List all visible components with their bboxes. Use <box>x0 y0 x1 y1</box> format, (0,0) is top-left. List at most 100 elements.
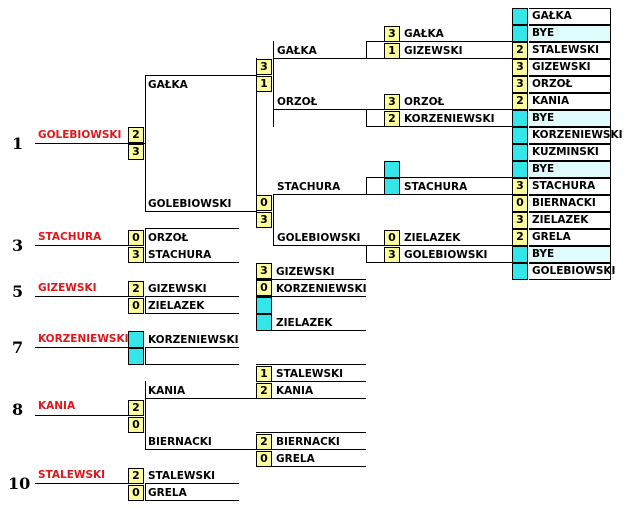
ninth-semi-a-bottom-score: 2 <box>256 383 272 399</box>
r2-m3-bottom-name: STACHURA <box>404 181 468 193</box>
place-10-player: STALEWSKI <box>38 469 106 481</box>
draw-score-13: 3 <box>512 212 528 229</box>
ninth-semi-a-top-name: STALEWSKI <box>276 368 344 380</box>
draw-score-11: 3 <box>512 178 528 195</box>
r2-m3-bye-top <box>384 161 400 178</box>
tenth-bottom-name: GRELA <box>148 487 187 499</box>
final-bottom-name: GOLEBIOWSKI <box>148 198 232 210</box>
semi-1-bottom-score: 1 <box>256 76 272 92</box>
place-1-player: GOLEBIOWSKI <box>38 129 122 141</box>
r2-m2-top-score: 3 <box>384 94 400 110</box>
fifth-bottom-score: 0 <box>128 298 144 314</box>
fifth-semi-a-top-score: 3 <box>256 263 272 279</box>
draw-score-16 <box>512 263 528 280</box>
fifth-top-score: 2 <box>128 281 144 297</box>
fifth-semi-a-bottom-score: 0 <box>256 280 272 296</box>
place-3-player: STACHURA <box>38 231 102 243</box>
draw-score-5: 3 <box>512 76 528 93</box>
semi-2-bottom-name: GOLEBIOWSKI <box>277 232 361 244</box>
draw-score-10 <box>512 161 528 178</box>
r2-m1-top-score: 3 <box>384 26 400 42</box>
tenth-top-name: STALEWSKI <box>148 470 216 482</box>
semi-1-top-score: 3 <box>256 59 272 75</box>
eighth-top-name: KANIA <box>148 385 186 397</box>
tenth-bottom-score: 0 <box>128 485 144 501</box>
third-top-name: ORZOŁ <box>148 232 189 244</box>
r2-m2-bottom-score: 2 <box>384 111 400 127</box>
draw-score-14: 2 <box>512 229 528 246</box>
draw-row-6: KANIA <box>529 93 611 110</box>
tenth-top-score: 2 <box>128 468 144 484</box>
eighth-bottom-score: 0 <box>128 417 144 433</box>
draw-row-5: ORZOŁ <box>529 76 611 93</box>
place-3: 3 <box>12 236 24 255</box>
r2-m4-top-name: ZIELAZEK <box>404 232 461 244</box>
draw-row-2: BYE <box>529 25 611 42</box>
ninth-semi-a-bottom-name: KANIA <box>276 385 314 397</box>
place-5: 5 <box>12 282 24 301</box>
draw-row-7: BYE <box>529 110 611 127</box>
r2-m1-top-name: GAŁKA <box>404 28 444 40</box>
draw-row-14: GRELA <box>529 229 611 246</box>
fifth-bottom-name: ZIELAZEK <box>148 300 205 312</box>
draw-score-1 <box>512 8 528 25</box>
eighth-bottom-name: BIERNACKI <box>148 436 212 448</box>
draw-score-8 <box>512 127 528 144</box>
draw-score-4: 3 <box>512 59 528 76</box>
r2-m4-bottom-score: 3 <box>384 247 400 263</box>
semi-2-top-name: STACHURA <box>277 181 341 193</box>
place-8-player: KANIA <box>38 400 76 412</box>
place-5-player: GIZEWSKI <box>38 282 97 294</box>
seventh-name: KORZENIEWSKI <box>148 334 239 346</box>
fifth-semi-b-bye-top <box>256 297 272 314</box>
draw-row-12: BIERNACKI <box>529 195 611 212</box>
draw-score-15 <box>512 246 528 263</box>
fifth-semi-a-top-name: GIZEWSKI <box>276 266 335 278</box>
eighth-top-score: 2 <box>128 400 144 416</box>
semi-2-top-score: 0 <box>256 195 272 211</box>
place-7: 7 <box>12 338 24 357</box>
third-top-score: 0 <box>128 230 144 246</box>
ninth-semi-b-bottom-score: 0 <box>256 451 272 467</box>
draw-row-8: KORZENIEWSKI <box>529 127 623 144</box>
draw-row-11: STACHURA <box>529 178 611 195</box>
seventh-bye-bottom <box>128 348 144 365</box>
final-top-name: GAŁKA <box>148 79 188 91</box>
ninth-semi-b-top-name: BIERNACKI <box>276 436 340 448</box>
ninth-semi-b-top-score: 2 <box>256 434 272 450</box>
draw-score-7 <box>512 110 528 127</box>
r2-m2-top-name: ORZOŁ <box>404 96 445 108</box>
r2-m2-bottom-name: KORZENIEWSKI <box>404 113 495 125</box>
r2-m1-bottom-score: 1 <box>384 43 400 59</box>
draw-row-15: BYE <box>529 246 611 263</box>
draw-row-13: ZIELAZEK <box>529 212 611 229</box>
semi-1-top-name: GAŁKA <box>277 45 317 57</box>
place-1: 1 <box>12 134 24 153</box>
ninth-semi-b-bottom-name: GRELA <box>276 453 315 465</box>
semi-2-bottom-score: 3 <box>256 212 272 228</box>
final-bottom-score: 3 <box>128 144 144 160</box>
place-7-player: KORZENIEWSKI <box>38 333 129 345</box>
fifth-semi-b-bye-bottom <box>256 314 272 331</box>
draw-score-3: 2 <box>512 42 528 59</box>
draw-row-10: BYE <box>529 161 611 178</box>
draw-score-9 <box>512 144 528 161</box>
r2-m4-top-score: 0 <box>384 230 400 246</box>
ninth-semi-a-top-score: 1 <box>256 366 272 382</box>
semi-1-bottom-name: ORZOŁ <box>277 96 318 108</box>
fifth-top-name: GIZEWSKI <box>148 283 207 295</box>
draw-score-6: 2 <box>512 93 528 110</box>
draw-row-4: GIZEWSKI <box>529 59 611 76</box>
fifth-semi-a-bottom-name: KORZENIEWSKI <box>276 283 367 295</box>
draw-row-16: GOLEBIOWSKI <box>529 263 615 280</box>
draw-row-1: GAŁKA <box>529 8 611 25</box>
place-10: 10 <box>8 474 31 493</box>
seventh-bye-top <box>128 331 144 348</box>
r2-m1-bottom-name: GIZEWSKI <box>404 45 463 57</box>
draw-row-3: STALEWSKI <box>529 42 611 59</box>
place-8: 8 <box>12 400 24 419</box>
r2-m4-bottom-name: GOLEBIOWSKI <box>404 249 488 261</box>
r2-m3-bye-bottom <box>384 178 400 195</box>
fifth-semi-b-bottom-name: ZIELAZEK <box>276 317 333 329</box>
